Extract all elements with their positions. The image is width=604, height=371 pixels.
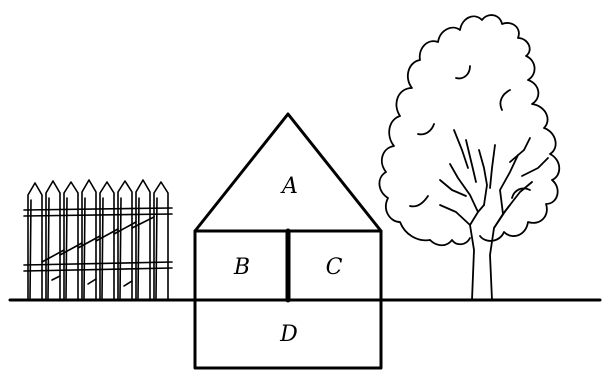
label-b: B	[233, 255, 250, 280]
roof-region	[193, 112, 383, 233]
fence-icon	[23, 179, 173, 301]
label-c: C	[326, 255, 343, 280]
label-a: A	[280, 174, 298, 199]
basement-region	[193, 298, 383, 370]
label-d: D	[279, 322, 298, 347]
tree-icon	[378, 14, 561, 301]
